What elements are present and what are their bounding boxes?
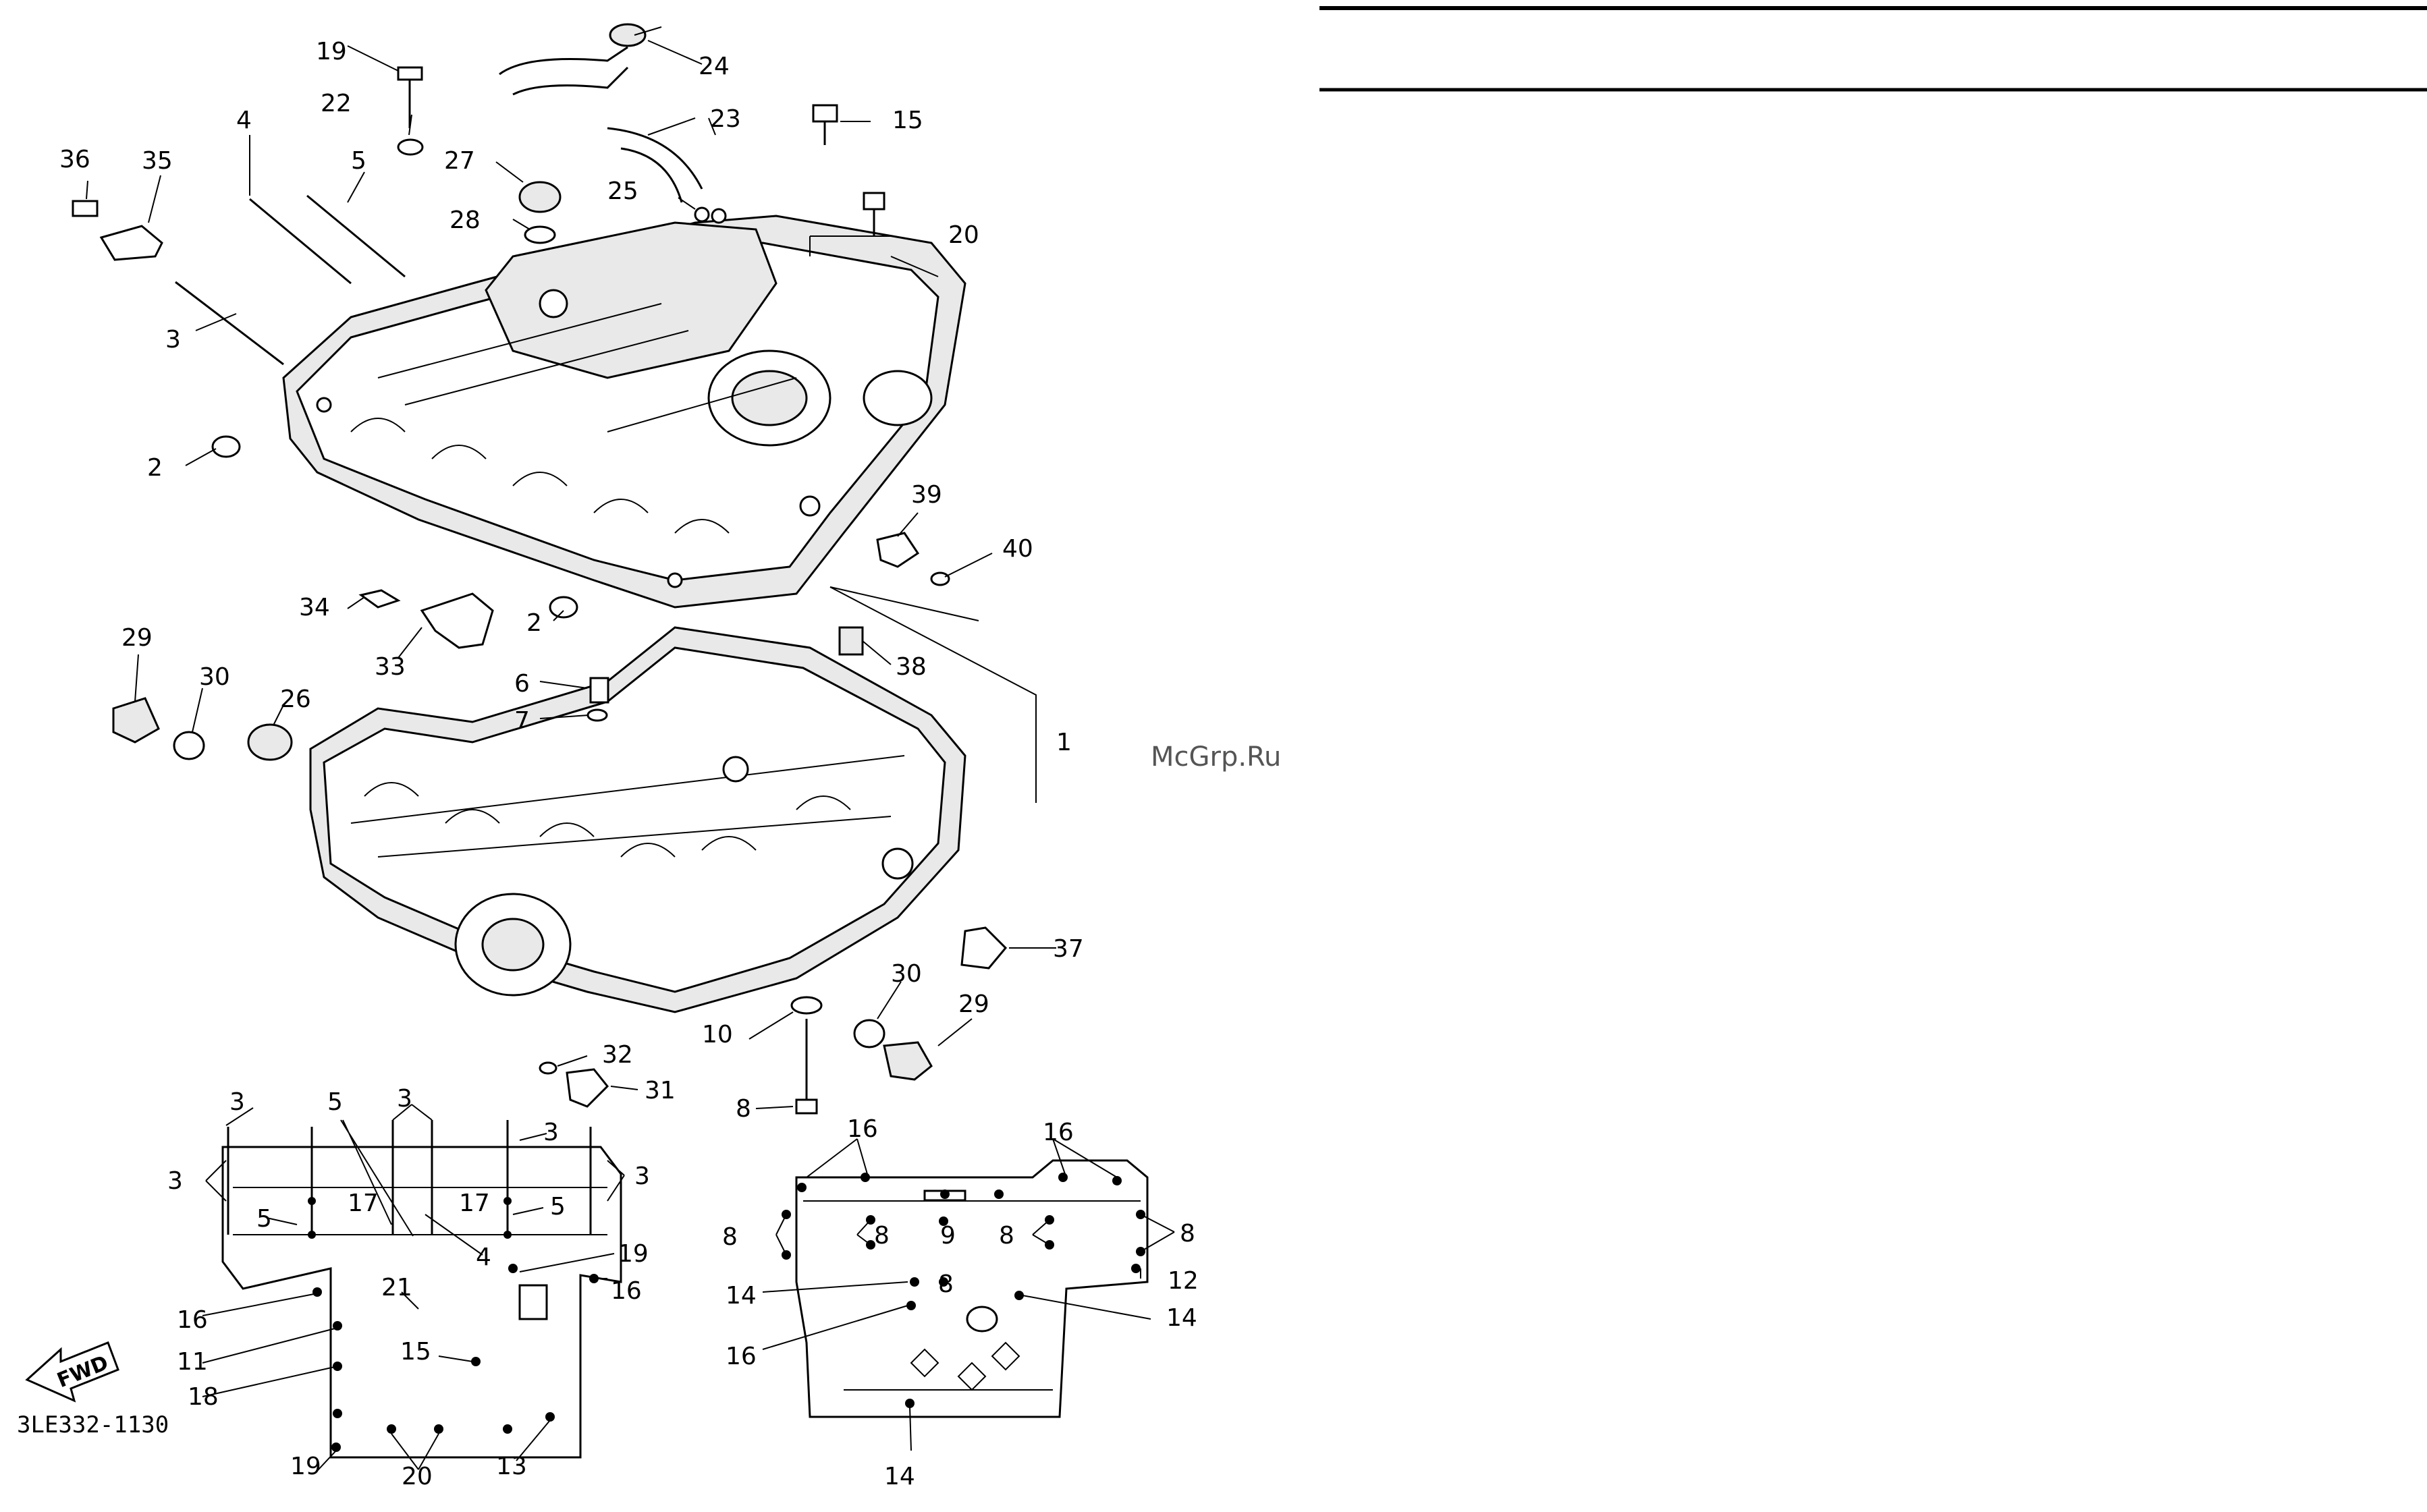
watermark-text: McGrp.Ru (1151, 741, 1281, 773)
figure-code: 3LE332-1130 (17, 1411, 169, 1438)
bolt-label-r16a: 16 (847, 1115, 878, 1143)
bolt-label-5c: 5 (550, 1193, 566, 1221)
callout-7: 7 (514, 707, 530, 735)
bolt-label-r8c: 8 (999, 1222, 1014, 1250)
bolt-label-19b: 19 (290, 1453, 321, 1480)
bolt-pattern-lower-labels: 16 16 8 8 9 8 8 8 12 14 14 16 14 (722, 1115, 1199, 1490)
bolt-label-r14c: 14 (884, 1463, 915, 1490)
bolt-pattern-upper (202, 1104, 624, 1471)
bolt-label-r8d: 8 (1180, 1220, 1195, 1248)
bolt-label-3e: 3 (634, 1163, 650, 1190)
bolt-label-r12: 12 (1168, 1267, 1199, 1295)
callout-29a: 29 (121, 624, 153, 652)
callout-5: 5 (351, 147, 366, 175)
callout-25: 25 (607, 177, 638, 205)
callout-33: 33 (375, 653, 406, 681)
callout-39: 39 (911, 481, 942, 509)
callout-2b: 2 (526, 609, 542, 637)
callout-6: 6 (514, 670, 530, 698)
callout-19: 19 (316, 38, 347, 65)
bolt-label-3c: 3 (543, 1119, 559, 1146)
bolt-label-r8b: 8 (874, 1222, 890, 1250)
bolt-label-17b: 17 (459, 1189, 490, 1217)
bolt-label-5a: 5 (327, 1088, 343, 1116)
callout-1: 1 (1056, 729, 1072, 756)
callout-31: 31 (645, 1077, 676, 1104)
bolt-label-r8a: 8 (722, 1223, 738, 1251)
callout-38: 38 (896, 653, 927, 681)
bolt-label-11: 11 (177, 1348, 208, 1376)
callout-4: 4 (236, 107, 252, 134)
bolt-label-17a: 17 (348, 1189, 379, 1217)
callout-36: 36 (59, 146, 90, 173)
bolt-label-19a: 19 (618, 1240, 649, 1268)
bolt-label-3a: 3 (229, 1088, 245, 1116)
bolt-label-21: 21 (381, 1274, 412, 1301)
bolt-pattern-lower (763, 1139, 1174, 1451)
callout-2a: 2 (147, 454, 163, 482)
callout-26: 26 (280, 685, 311, 713)
callout-8: 8 (736, 1095, 751, 1123)
callout-15: 15 (892, 107, 923, 134)
upper-crankcase (283, 216, 965, 607)
callout-22: 22 (321, 90, 352, 117)
callout-40: 40 (1002, 535, 1033, 563)
callout-24: 24 (699, 53, 730, 80)
callout-3: 3 (165, 326, 181, 354)
lower-crankcase (310, 627, 965, 1012)
bolt-label-r14b: 14 (1166, 1304, 1197, 1332)
callout-10: 10 (702, 1021, 733, 1048)
bolt-label-r16c: 16 (726, 1343, 757, 1370)
bolt-label-15: 15 (400, 1338, 431, 1366)
bolt-label-16b: 16 (177, 1306, 208, 1334)
callout-30a: 30 (199, 663, 230, 691)
callout-34: 34 (299, 594, 330, 621)
bolt-label-r8e: 8 (938, 1270, 954, 1298)
bolt-label-r14a: 14 (726, 1282, 757, 1310)
bolt-label-4: 4 (476, 1243, 491, 1271)
callout-27: 27 (444, 147, 475, 175)
bolt-label-20: 20 (402, 1463, 433, 1490)
callout-23: 23 (710, 105, 741, 133)
callout-28: 28 (449, 206, 481, 234)
bolt-pattern-upper-labels: 3 5 3 3 3 3 17 17 5 5 4 19 21 16 16 11 1… (167, 1085, 650, 1490)
bolt-label-18: 18 (188, 1383, 219, 1411)
bolt-label-r9: 9 (940, 1222, 956, 1250)
bolt-label-r16b: 16 (1043, 1119, 1074, 1146)
callout-29b: 29 (958, 990, 989, 1018)
bolt-label-3b: 3 (397, 1085, 412, 1113)
callout-32: 32 (602, 1041, 633, 1069)
callout-30b: 30 (891, 960, 922, 988)
bolt-label-13: 13 (496, 1453, 527, 1480)
bolt-label-16a: 16 (611, 1277, 642, 1305)
bolt-label-3d: 3 (167, 1167, 183, 1195)
bolt-label-5b: 5 (256, 1205, 272, 1233)
callout-37: 37 (1053, 935, 1084, 963)
callout-20: 20 (948, 221, 979, 249)
callout-35: 35 (142, 147, 173, 175)
